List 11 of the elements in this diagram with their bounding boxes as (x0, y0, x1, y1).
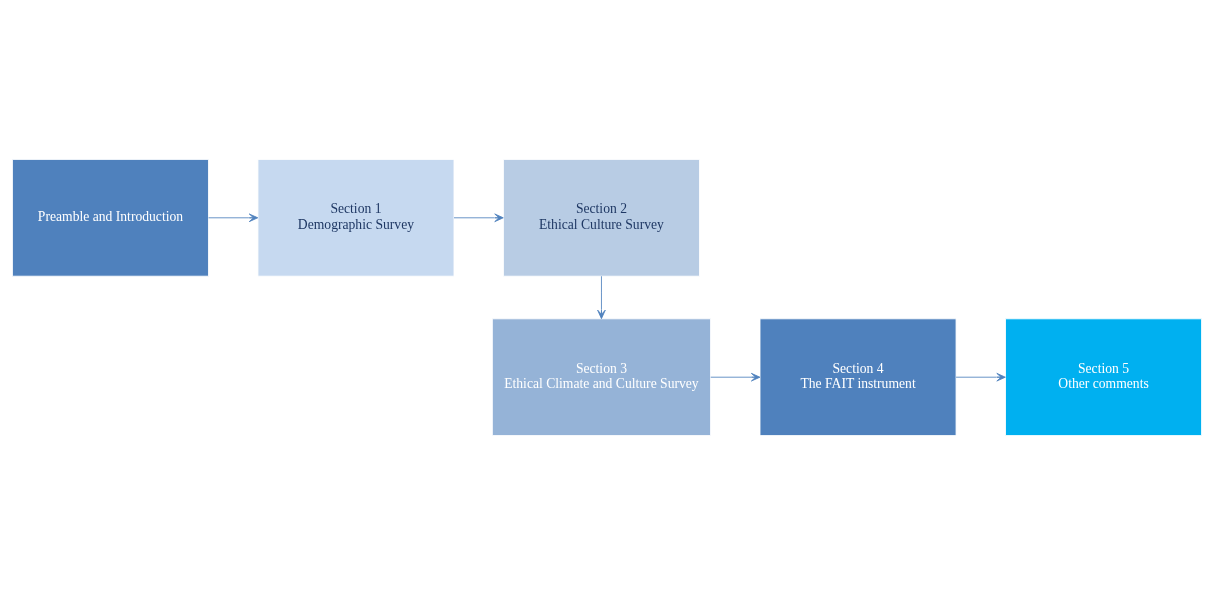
arrow (208, 213, 259, 222)
arrow (710, 372, 761, 381)
node-box: Section 4 The FAIT instrument (759, 317, 957, 436)
arrow (453, 213, 504, 222)
arrow (597, 275, 606, 319)
node-box: Section 2 Ethical Culture Survey (503, 158, 700, 277)
node-box: Section 1 Demographic Survey (257, 158, 455, 277)
node-box: Section 3 Ethical Climate and Culture Survey (491, 317, 711, 436)
arrow (955, 372, 1006, 381)
node-box: Preamble and Introduction (12, 158, 209, 277)
node-box: Section 5 Other comments (1005, 317, 1202, 436)
